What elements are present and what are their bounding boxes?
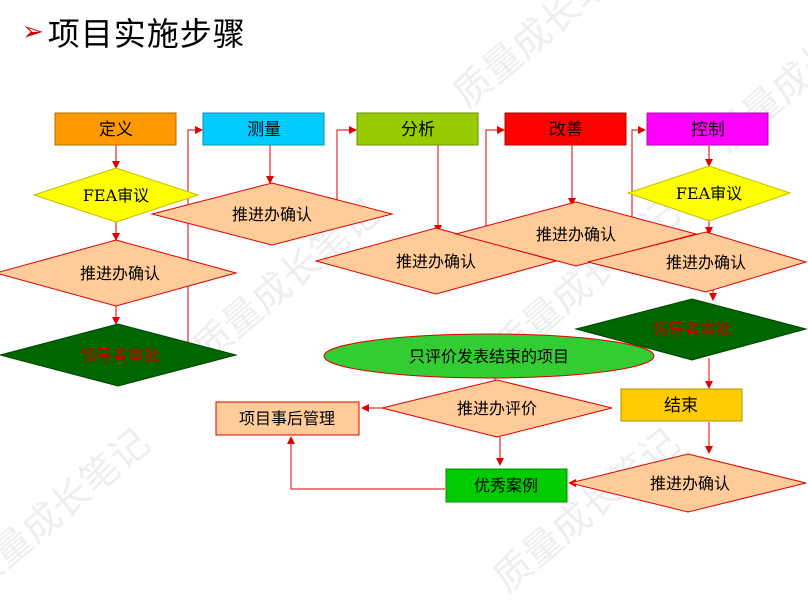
promote-confirm-2: 推进办确认 bbox=[150, 182, 394, 246]
leader-approve-2: 领导者审批 bbox=[574, 298, 808, 361]
leader-approve-1: 领导者审批 bbox=[0, 323, 238, 387]
phase-measure: 测量 bbox=[202, 112, 325, 146]
post-management: 项目事后管理 bbox=[215, 401, 360, 436]
connector bbox=[287, 436, 445, 490]
fea-review-1: FEA审议 bbox=[32, 167, 200, 223]
svg-text:推进办确认: 推进办确认 bbox=[396, 252, 476, 271]
connector bbox=[187, 126, 203, 347]
connector bbox=[336, 126, 357, 204]
svg-text:推进办确认: 推进办确认 bbox=[80, 264, 160, 283]
promote-confirm-1: 推进办确认 bbox=[0, 239, 238, 307]
page-title-text: 项目实施步骤 bbox=[47, 15, 246, 53]
svg-text:推进办确认: 推进办确认 bbox=[232, 205, 312, 224]
svg-text:优秀案例: 优秀案例 bbox=[474, 476, 538, 495]
svg-text:推进办评价: 推进办评价 bbox=[457, 399, 537, 418]
phase-improve: 改善 bbox=[504, 112, 627, 146]
svg-text:项目事后管理: 项目事后管理 bbox=[239, 409, 335, 428]
svg-text:推进办确认: 推进办确认 bbox=[666, 253, 746, 272]
svg-text:领导者审批: 领导者审批 bbox=[80, 346, 160, 365]
phase-label: 定义 bbox=[99, 120, 133, 140]
promote-confirm-5: 推进办确认 bbox=[587, 231, 808, 293]
phase-define: 定义 bbox=[54, 112, 177, 146]
svg-text:结束: 结束 bbox=[664, 396, 698, 416]
note-ellipse: 只评价发表结束的项目 bbox=[323, 333, 655, 379]
finish-box: 结束 bbox=[620, 388, 743, 422]
connectors bbox=[112, 126, 717, 490]
svg-text:只评价发表结束的项目: 只评价发表结束的项目 bbox=[409, 347, 569, 366]
fea-review-2: FEA审议 bbox=[626, 165, 792, 222]
connector bbox=[485, 126, 505, 248]
flowchart: 定义 测量 分析 改善 控制 FEA审议 推进办确认 领导者审批 推进办确认 推… bbox=[0, 112, 808, 513]
phase-label: 改善 bbox=[549, 120, 583, 140]
svg-text:领导者审批: 领导者审批 bbox=[652, 320, 732, 339]
title-bullet-icon: ➢ bbox=[22, 17, 44, 47]
phase-label: 控制 bbox=[691, 120, 725, 140]
excellent-case: 优秀案例 bbox=[445, 468, 568, 503]
page-title: ➢ 项目实施步骤 bbox=[22, 10, 246, 54]
promote-confirm-6: 推进办确认 bbox=[569, 453, 807, 513]
phase-control: 控制 bbox=[646, 112, 769, 146]
phase-label: 分析 bbox=[401, 120, 435, 140]
phase-analyze: 分析 bbox=[356, 112, 479, 146]
svg-text:推进办确认: 推进办确认 bbox=[536, 225, 616, 244]
svg-text:FEA审议: FEA审议 bbox=[83, 186, 149, 205]
promote-evaluate: 推进办评价 bbox=[381, 379, 613, 438]
phase-label: 测量 bbox=[247, 120, 281, 140]
connector bbox=[631, 126, 646, 225]
svg-text:推进办确认: 推进办确认 bbox=[650, 474, 730, 493]
svg-text:FEA审议: FEA审议 bbox=[676, 184, 742, 203]
